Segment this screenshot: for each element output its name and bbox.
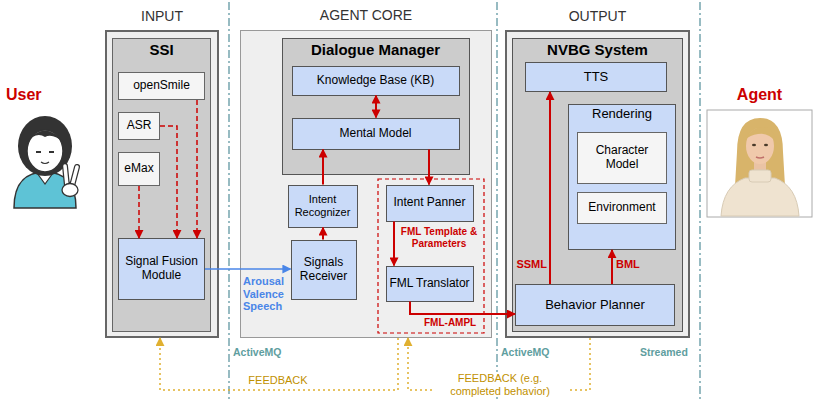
agent-fringe xyxy=(745,127,776,142)
sensor-box: eMax xyxy=(118,152,160,186)
box-label: FML Translator xyxy=(389,277,469,291)
user-face xyxy=(27,130,63,172)
connector xyxy=(375,96,377,118)
box-label: TTS xyxy=(584,70,609,85)
agent-hair xyxy=(735,118,785,186)
connector xyxy=(322,150,324,185)
user-icon xyxy=(14,116,78,208)
edge-label-holder: Arousal Valence Speech xyxy=(243,275,293,313)
section-panel: INPUTSSIopenSmileASReMaxSignal Fusion Mo… xyxy=(105,30,219,338)
dashed-group-box xyxy=(378,179,484,333)
edge-label: BML xyxy=(616,258,656,271)
agent-eye xyxy=(752,144,756,147)
box-label: Mental Model xyxy=(339,127,411,141)
connector xyxy=(393,222,395,266)
edge-label-holder: BML xyxy=(616,258,656,271)
user-eye xyxy=(49,151,54,153)
divider-line xyxy=(699,2,701,402)
connector xyxy=(549,92,551,284)
sensor-box: ASR xyxy=(118,112,160,140)
edge-label: FEEDBACK xyxy=(240,374,316,387)
section-dividers xyxy=(229,2,700,402)
transport-label-holder: ActiveMQ xyxy=(501,346,571,358)
process-box: Knowledge Base (KB) xyxy=(292,66,460,96)
process-box: FML Translator xyxy=(386,266,474,302)
agent-picture xyxy=(707,110,812,217)
box-label: Intent Panner xyxy=(393,196,465,210)
connectors xyxy=(139,92,612,390)
sensor-box: openSmile xyxy=(118,72,205,100)
edge-label: FML-AMPL xyxy=(424,317,484,329)
connector xyxy=(322,228,324,240)
edge-label-holder: FML Template & Parameters xyxy=(400,226,478,249)
edge-label-holder: SSML xyxy=(506,258,547,271)
agent-top xyxy=(721,178,799,216)
section-panel: OUTPUTNVBG SystemTTSRenderingCharacter M… xyxy=(505,30,690,338)
transport-label: ActiveMQ xyxy=(233,346,303,358)
connector xyxy=(410,302,515,315)
box-title: SSI xyxy=(113,39,210,58)
box-label: Environment xyxy=(588,201,655,215)
connector xyxy=(428,150,430,185)
edge-label: FEEDBACK (e.g. completed behavior) xyxy=(432,372,568,397)
edge-label-holder: FEEDBACK xyxy=(240,374,316,387)
edge-label: FML Template & Parameters xyxy=(400,226,478,249)
component-box: Environment xyxy=(577,192,667,224)
process-box: TTS xyxy=(525,62,667,92)
process-box: Behavior Planner xyxy=(515,284,675,326)
box-label: Intent Recognizer xyxy=(291,193,355,218)
agent-lips xyxy=(756,157,764,158)
transport-label: Streamed xyxy=(640,346,696,358)
section-heading: INPUT xyxy=(107,8,217,24)
box-label: Character Model xyxy=(580,144,664,172)
component-box: Character Model xyxy=(577,132,667,184)
edge-label-holder: FML-AMPL xyxy=(424,317,484,329)
edge-label-holder: FEEDBACK (e.g. completed behavior) xyxy=(432,372,568,397)
process-box: Intent Panner xyxy=(386,185,474,222)
section-heading: AGENT CORE xyxy=(241,7,491,23)
system-box: NVBG SystemTTS RenderingCharacter ModelEn… xyxy=(512,38,683,332)
agent-collar xyxy=(749,170,771,182)
section-heading: OUTPUT xyxy=(507,8,688,24)
divider-line xyxy=(496,2,498,402)
box-label: eMax xyxy=(124,162,153,176)
divider-line xyxy=(228,2,230,402)
process-box: Intent Recognizer xyxy=(288,185,358,228)
connector xyxy=(196,100,198,238)
box-label: Behavior Planner xyxy=(545,298,645,313)
transport-label: ActiveMQ xyxy=(501,346,571,358)
box-title: NVBG System xyxy=(513,39,682,58)
box-label: Knowledge Base (KB) xyxy=(317,74,434,88)
transport-label-holder: Streamed xyxy=(640,346,696,358)
picture-frame xyxy=(707,110,812,217)
connector xyxy=(611,250,613,284)
edge-label: Arousal Valence Speech xyxy=(243,275,293,313)
connector xyxy=(160,338,398,390)
actor-label: User xyxy=(6,86,66,104)
box-label: Signal Fusion Module xyxy=(121,255,202,283)
box-label: Signals Receiver xyxy=(294,256,354,284)
connector xyxy=(205,268,291,270)
edge-label: SSML xyxy=(506,258,547,271)
transport-label-holder: ActiveMQ xyxy=(233,346,303,358)
process-box: Signals Receiver xyxy=(291,240,357,300)
user-mouth xyxy=(41,162,49,164)
process-box: Mental Model xyxy=(292,118,460,150)
box-label: openSmile xyxy=(133,79,190,93)
user-hand xyxy=(62,184,78,197)
connector xyxy=(138,186,140,238)
agent-eye xyxy=(764,144,768,147)
actor-label: Agent xyxy=(707,86,812,104)
user-bangs xyxy=(26,131,64,144)
actor-label-holder: Agent xyxy=(707,86,812,104)
box-title: Rendering xyxy=(569,105,675,122)
user-eye xyxy=(36,151,41,153)
box-title: Dialogue Manager xyxy=(283,39,469,58)
connector xyxy=(160,126,177,238)
process-box: Signal Fusion Module xyxy=(118,238,205,300)
box-label: ASR xyxy=(127,119,152,133)
system-box: SSI openSmileASR eMaxSignal Fusion Module xyxy=(112,38,211,332)
actor-label-holder: User xyxy=(6,86,66,104)
process-box: RenderingCharacter ModelEnvironment xyxy=(568,104,676,250)
